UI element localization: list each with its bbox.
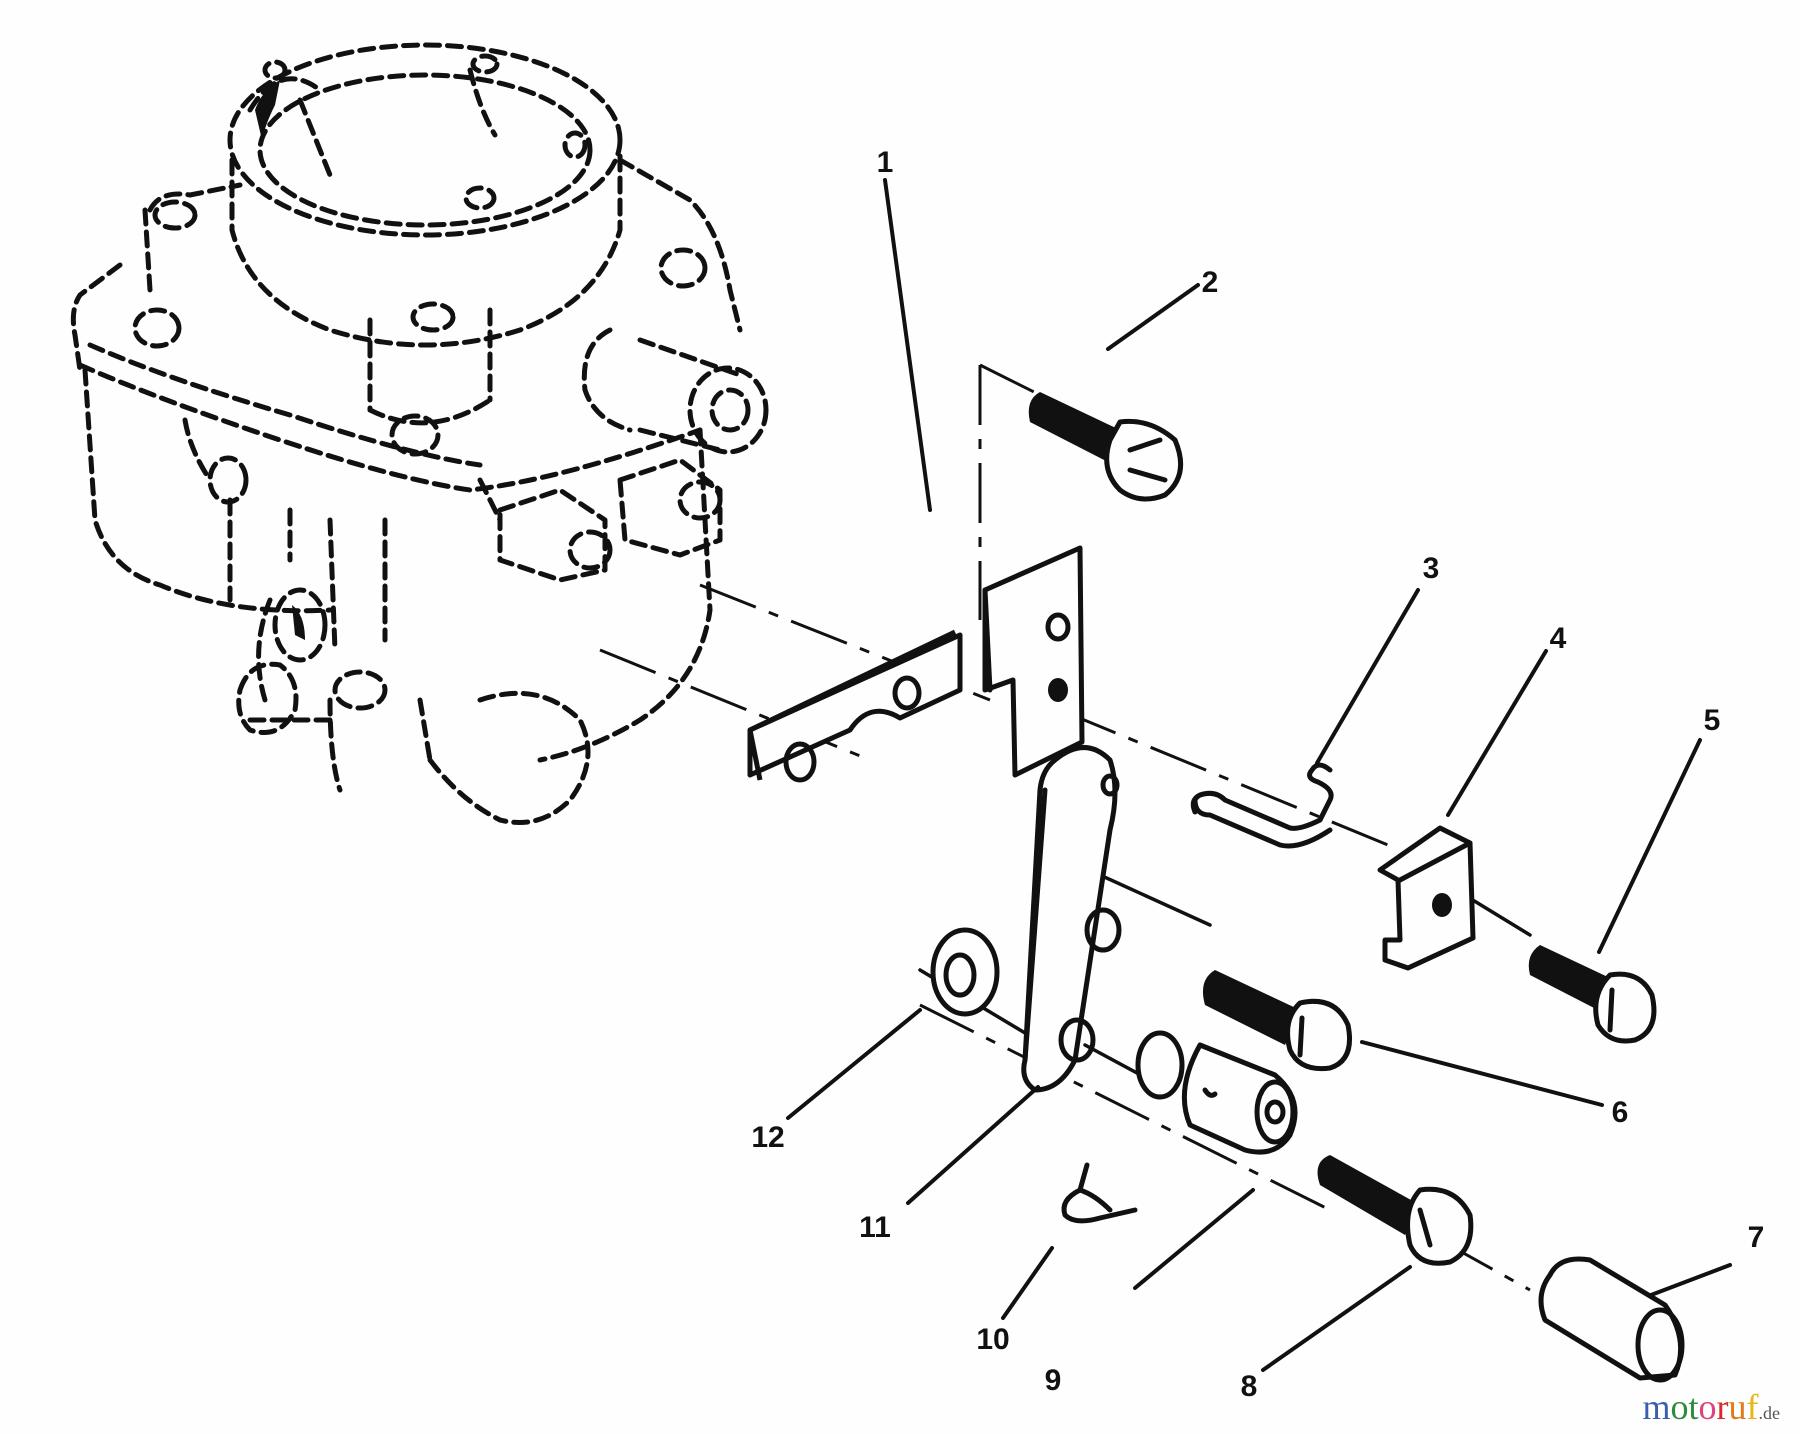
watermark-letter: r: [1716, 1387, 1729, 1427]
callout-12: 12: [751, 1121, 784, 1154]
watermark-letter: m: [1642, 1387, 1671, 1427]
callout-8: 8: [1241, 1370, 1258, 1403]
bracket-part-1: [747, 545, 1085, 783]
bolt-part-5: [1528, 945, 1657, 1044]
callouts: 1 2 3 4 5 6 7 8 9 10 11 12: [751, 146, 1764, 1403]
carburetor-body: [70, 42, 769, 825]
flange-bolt-part-2: [1028, 392, 1184, 502]
cap-part-7: [1538, 1256, 1685, 1383]
callout-9: 9: [1045, 1364, 1062, 1397]
callout-4: 4: [1550, 622, 1567, 655]
callout-3: 3: [1423, 552, 1440, 585]
link-plate-part-11: [1021, 745, 1122, 1093]
callout-2: 2: [1202, 266, 1219, 299]
callout-1: 1: [877, 146, 894, 179]
bolt-part-6: [1202, 970, 1352, 1072]
bolt-part-8: [1317, 1155, 1474, 1266]
callout-7: 7: [1748, 1221, 1765, 1254]
watermark-letter: u: [1728, 1387, 1747, 1427]
watermark-letter: o: [1698, 1387, 1717, 1427]
watermark-letter: o: [1670, 1387, 1689, 1427]
callout-11: 11: [859, 1211, 891, 1244]
callout-6: 6: [1612, 1096, 1629, 1129]
watermark-letter: t: [1688, 1387, 1699, 1427]
watermark-logo: motoruf.de: [1642, 1386, 1780, 1428]
callout-5: 5: [1704, 704, 1721, 737]
wire-link-part-3: [1190, 762, 1334, 849]
washer-part-12: [930, 927, 1000, 1017]
callout-10: 10: [976, 1323, 1009, 1356]
watermark-suffix: .de: [1758, 1403, 1781, 1423]
cable-clamp-part-4: [1377, 825, 1476, 971]
watermark-letter: f: [1746, 1387, 1759, 1427]
swivel-part-9: [1135, 1030, 1298, 1155]
hairpin-clip-part-10: [1061, 1162, 1138, 1224]
